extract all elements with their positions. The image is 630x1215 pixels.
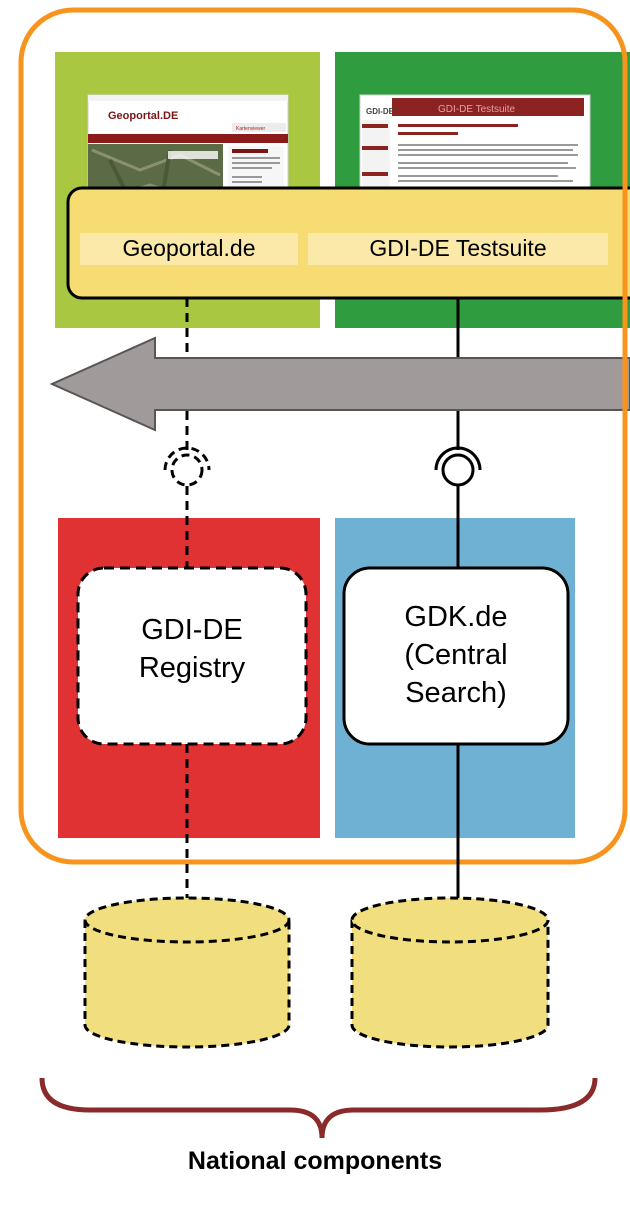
registry-label: GDI-DE Registry: [138, 614, 246, 684]
grouping-brace: [39, 1077, 598, 1139]
registry-database-icon: [83, 896, 291, 1049]
gdk-socket-icon: [434, 446, 482, 471]
testsuite-tab[interactable]: [308, 233, 608, 265]
gdk-interface-icon: [441, 453, 475, 487]
registry-interface-icon: [170, 453, 204, 487]
testsuite-thumb-logo: GDI-DE: [366, 107, 395, 116]
gdk-box[interactable]: [342, 566, 570, 746]
data-flow-arrow: [49, 336, 630, 432]
geoportal-thumb-logo: Geoportal.DE: [108, 110, 178, 122]
registry-box[interactable]: [76, 566, 308, 746]
testsuite-tab-label: GDI-DE Testsuite: [369, 235, 547, 261]
geoportal-tab-label: Geoportal.de: [122, 235, 256, 261]
gdk-database-icon: [350, 896, 550, 1049]
gdk-label: GDK.de (Central Search): [404, 601, 508, 709]
registry-socket-icon: [163, 446, 211, 471]
geoportal-tab[interactable]: [80, 233, 298, 265]
svg-text:Kartenviewer: Kartenviewer: [236, 126, 266, 132]
national-components-caption: National components: [187, 1147, 443, 1175]
infrastructure-frame: [18, 7, 628, 865]
svg-text:GDI-DE Testsuite: GDI-DE Testsuite: [438, 104, 515, 115]
